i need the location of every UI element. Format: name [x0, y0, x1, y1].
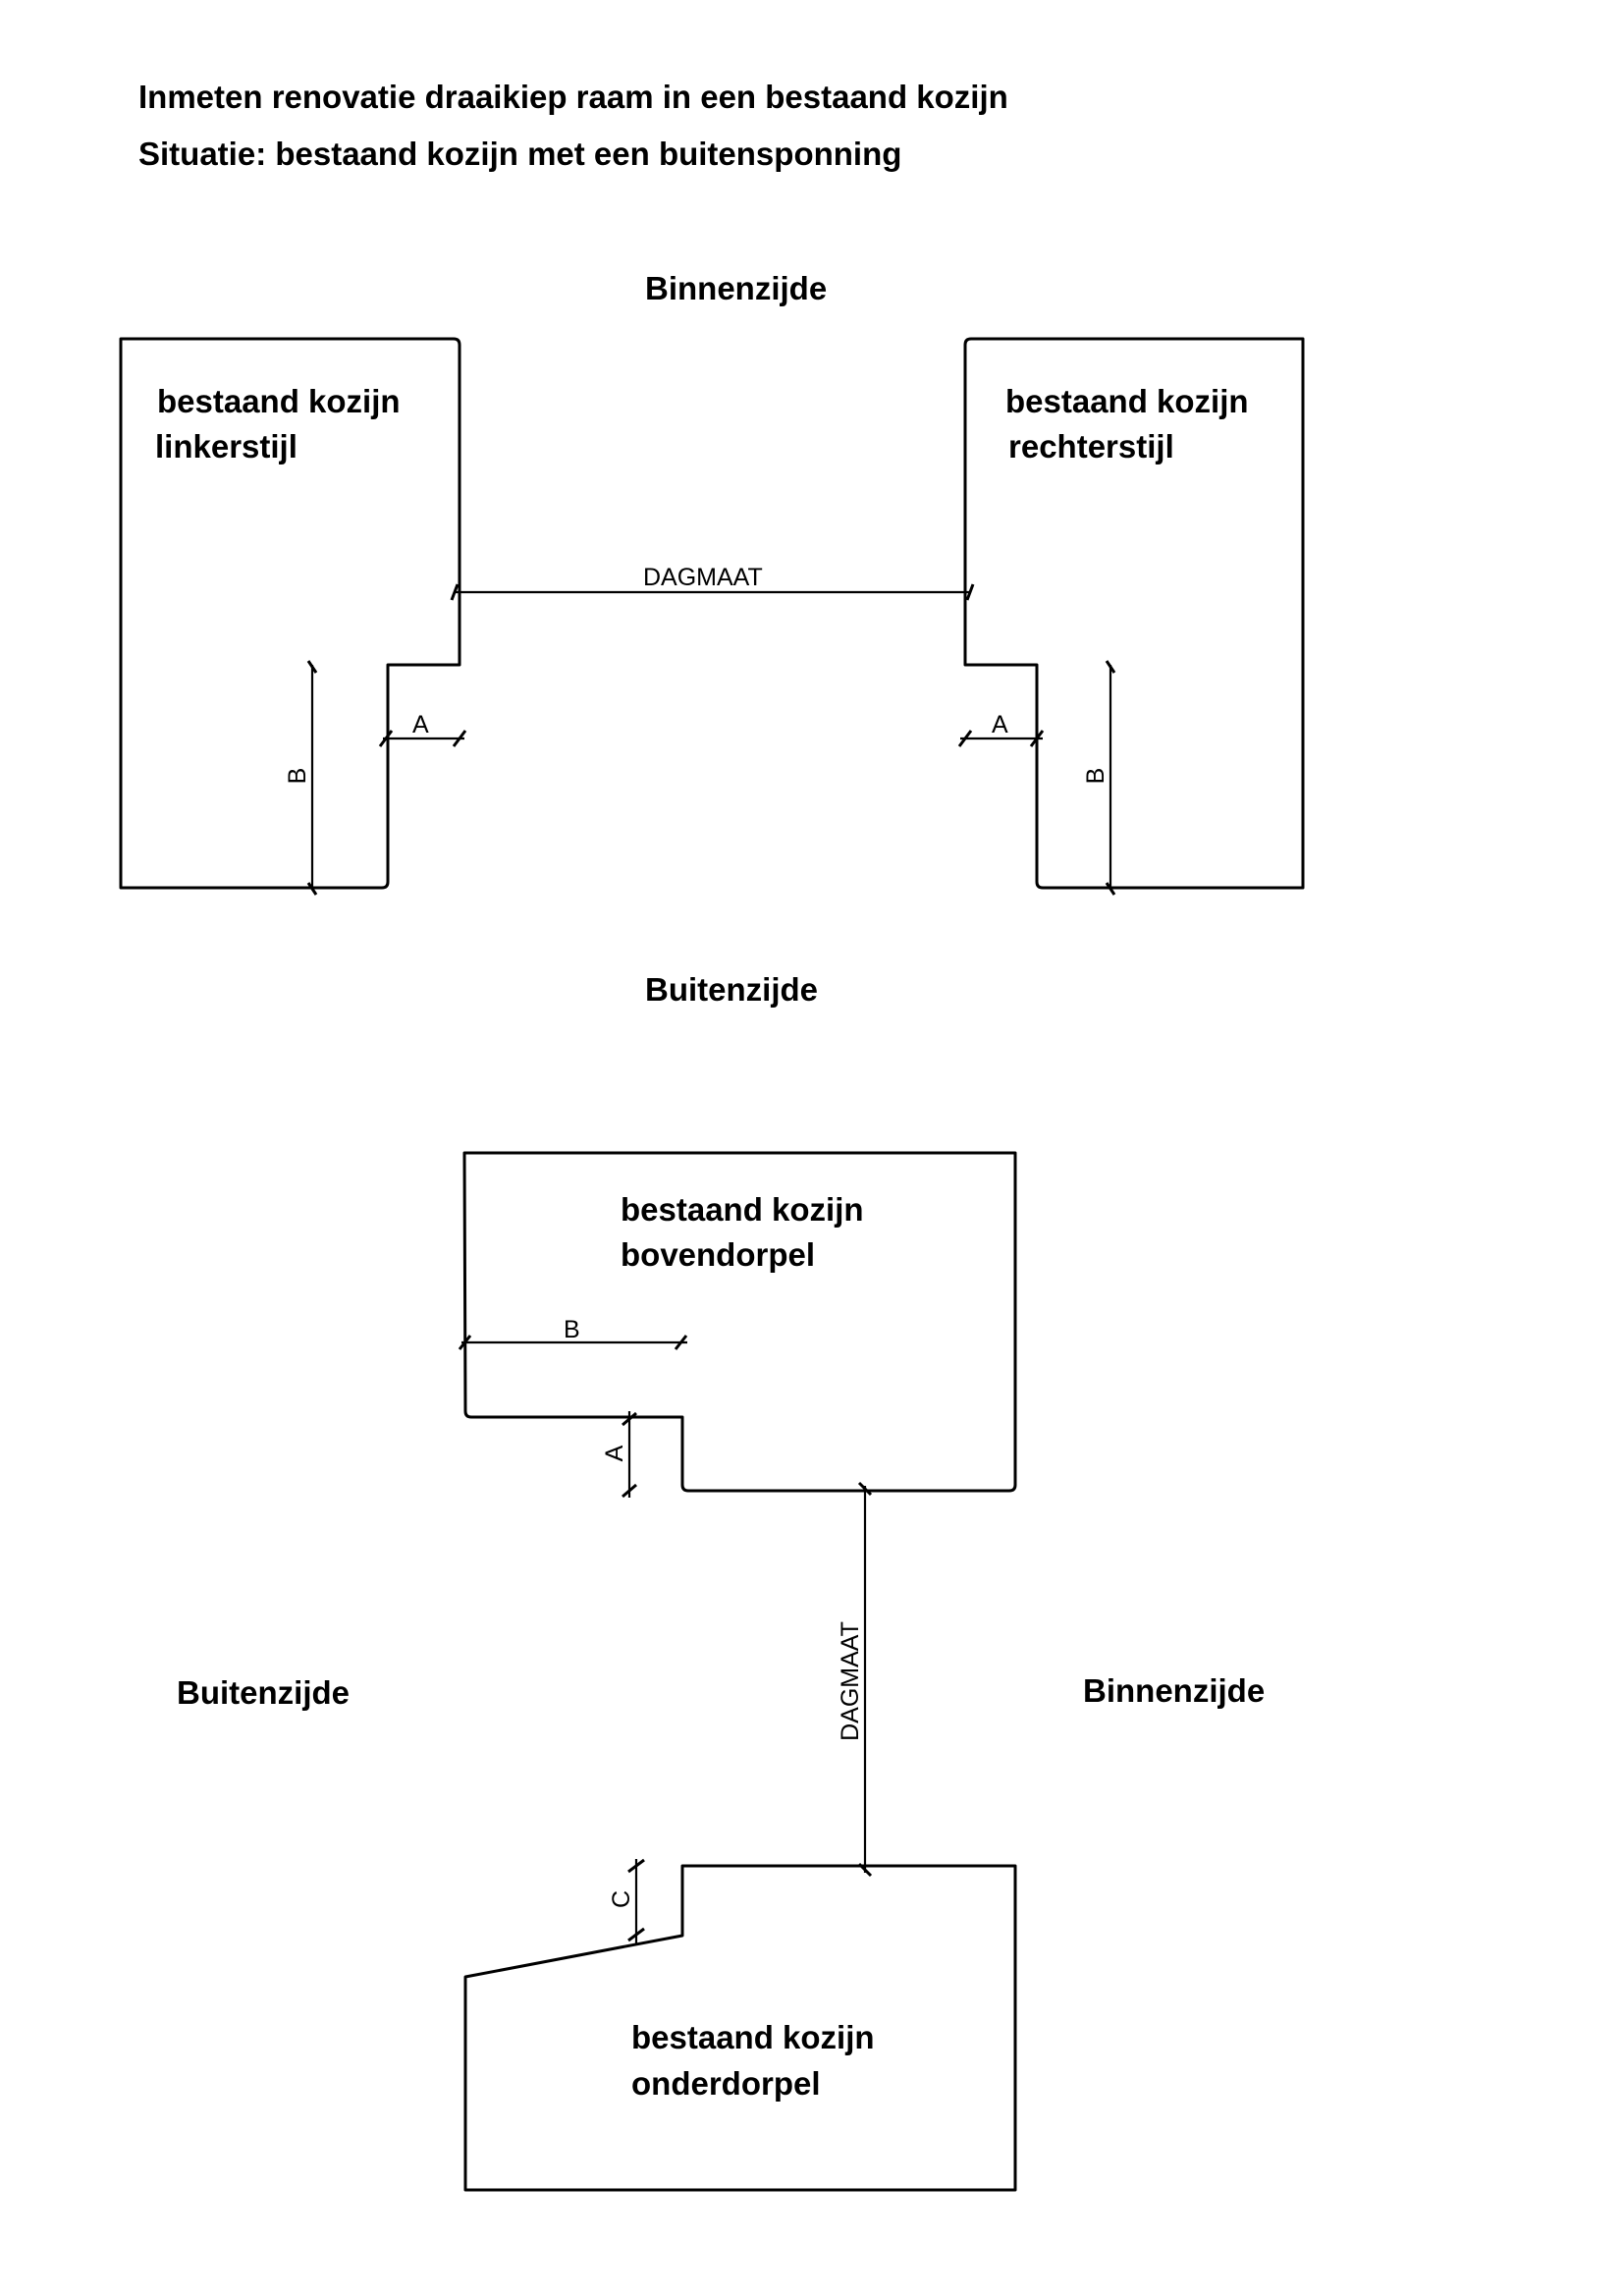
right-stile-outline — [963, 337, 1305, 890]
sill-label-line2: onderdorpel — [631, 2065, 821, 2102]
label-binnenzijde-top: Binnenzijde — [645, 270, 827, 306]
left-stile-label-line1: bestaand kozijn — [157, 383, 401, 419]
dimension-tick — [957, 730, 973, 747]
dimension-tick — [378, 730, 394, 747]
dimension-tick — [1105, 882, 1116, 896]
dimension-tick — [674, 1335, 688, 1350]
head-dim-b-label: B — [564, 1316, 580, 1343]
left-dim-b-label: B — [284, 768, 311, 785]
right-stile-label-line1: bestaand kozijn — [1005, 383, 1249, 419]
label-binnenzijde-right: Binnenzijde — [1083, 1672, 1265, 1709]
dimension-tick — [857, 1481, 873, 1497]
label-buitenzijde-left: Buitenzijde — [177, 1674, 350, 1711]
page-title: Inmeten renovatie draaikiep raam in een … — [138, 79, 1008, 115]
dimension-tick — [627, 1858, 645, 1874]
left-stile-label-line2: linkerstijl — [155, 428, 298, 465]
sill-label-line1: bestaand kozijn — [631, 2019, 875, 2055]
page-subtitle: Situatie: bestaand kozijn met een buiten… — [138, 136, 902, 172]
dimension-tick — [306, 660, 318, 674]
dimension-tick — [1105, 660, 1116, 674]
dimension-tick — [1029, 730, 1045, 747]
dimension-tick — [306, 882, 318, 896]
dimension-tick — [452, 730, 467, 747]
head-dim-a-label: A — [601, 1445, 628, 1461]
left-dim-a-label: A — [412, 711, 429, 738]
dimension-tick — [965, 583, 975, 601]
label-buitenzijde-middle: Buitenzijde — [645, 971, 818, 1008]
dimension-tick — [627, 1927, 645, 1942]
dimension-tick — [458, 1335, 472, 1350]
head-outline — [462, 1151, 1017, 1493]
sill-dim-c-label: C — [608, 1890, 635, 1908]
head-label-line2: bovendorpel — [621, 1236, 815, 1273]
left-stile-outline — [119, 337, 461, 890]
daglight-label-vertical: DAGMAAT — [837, 1621, 864, 1741]
right-dim-a-label: A — [992, 711, 1008, 738]
head-label-line1: bestaand kozijn — [621, 1191, 864, 1228]
dimension-tick — [450, 583, 460, 601]
right-stile-label-line2: rechterstijl — [1008, 428, 1174, 465]
daglight-label-horizontal: DAGMAAT — [643, 564, 763, 591]
dimension-tick — [622, 1411, 637, 1427]
sill-outline — [463, 1864, 1017, 2192]
right-dim-b-label: B — [1082, 768, 1109, 785]
dimension-tick — [622, 1483, 637, 1499]
